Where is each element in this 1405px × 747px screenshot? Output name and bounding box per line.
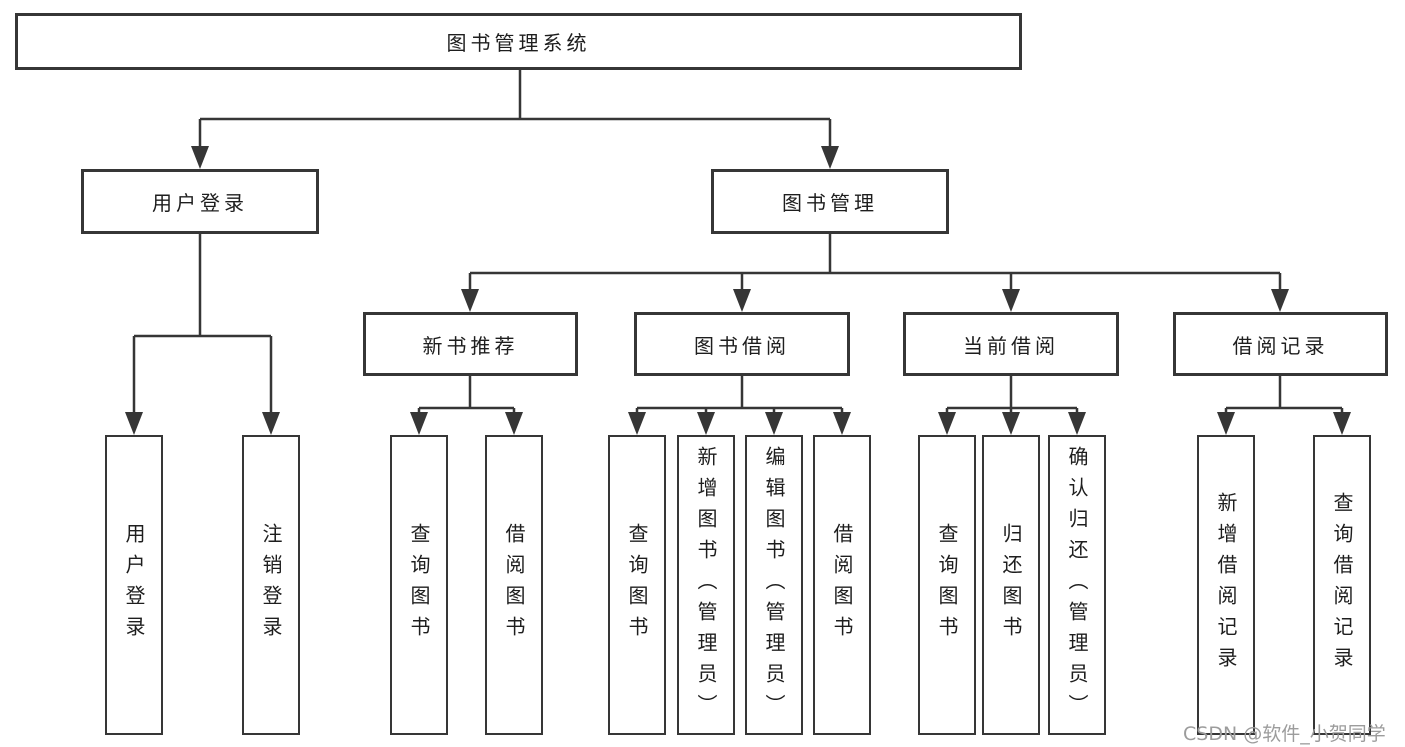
arrow-down-icon: [262, 412, 280, 435]
arrow-down-icon: [821, 146, 839, 169]
leaf-query-books-current: 查询图书: [918, 435, 976, 735]
arrow-down-icon: [765, 412, 783, 435]
arrow-down-icon: [938, 412, 956, 435]
node-label: 图书管理系统: [446, 31, 591, 55]
node-label: 新书推荐: [422, 333, 519, 358]
leaf-logout: 注销登录: [242, 435, 300, 735]
node-label: 图书管理: [782, 191, 878, 215]
leaf-query-books-borrow: 查询图书: [608, 435, 666, 735]
leaf-add-borrow-record: 新增借阅记录: [1197, 435, 1255, 735]
node-root: 图书管理系统: [15, 13, 1022, 70]
leaf-add-books-admin: 新增图书（管理员）: [677, 435, 735, 735]
node-label: 注销登录: [259, 523, 283, 647]
arrowheads: [125, 146, 1351, 435]
arrow-down-icon: [125, 412, 143, 435]
node-label: 新增图书（管理员）: [694, 445, 718, 725]
leaf-confirm-return-admin: 确认归还（管理员）: [1048, 435, 1106, 735]
node-label: 确认归还（管理员）: [1065, 445, 1089, 725]
node-label: 编辑图书（管理员）: [762, 445, 786, 725]
arrow-down-icon: [1002, 289, 1020, 312]
arrow-down-icon: [833, 412, 851, 435]
connector-book-borrow: [635, 376, 844, 413]
arrow-down-icon: [1217, 412, 1235, 435]
csdn-watermark: CSDN @软件_小贺同学: [1183, 723, 1386, 745]
node-label: 图书借阅: [694, 333, 790, 358]
node-book-borrow: 图书借阅: [634, 312, 850, 376]
connector-current-borrow: [945, 376, 1079, 413]
arrow-down-icon: [1333, 412, 1351, 435]
node-label: 查询图书: [625, 523, 649, 647]
node-current-borrow: 当前借阅: [903, 312, 1119, 376]
node-label: 用户登录: [122, 523, 146, 647]
arrow-down-icon: [410, 412, 428, 435]
arrow-down-icon: [191, 146, 209, 169]
arrow-down-icon: [697, 412, 715, 435]
node-new-book: 新书推荐: [363, 312, 578, 376]
node-label: 查询借阅记录: [1330, 492, 1354, 678]
node-label: 当前借阅: [963, 333, 1059, 358]
connector-user-login: [132, 233, 273, 413]
leaf-edit-books-admin: 编辑图书（管理员）: [745, 435, 803, 735]
connector-borrow-record: [1224, 376, 1344, 413]
leaf-borrow-books-recommend: 借阅图书: [485, 435, 543, 735]
arrow-down-icon: [1271, 289, 1289, 312]
arrow-down-icon: [628, 412, 646, 435]
arrow-down-icon: [461, 289, 479, 312]
arrow-down-icon: [733, 289, 751, 312]
node-label: 借阅图书: [502, 523, 526, 647]
arrow-down-icon: [505, 412, 523, 435]
node-label: 借阅记录: [1232, 333, 1329, 358]
node-book-mgmt: 图书管理: [711, 169, 949, 234]
node-user-login: 用户登录: [81, 169, 319, 234]
leaf-return-books: 归还图书: [982, 435, 1040, 735]
connector-book-mgmt: [468, 233, 1282, 291]
node-label: 用户登录: [152, 191, 248, 215]
node-label: 新增借阅记录: [1214, 492, 1238, 678]
node-label: 归还图书: [999, 523, 1023, 647]
connector-new-book: [417, 376, 516, 413]
node-label: 查询图书: [935, 523, 959, 647]
arrow-down-icon: [1002, 412, 1020, 435]
node-borrow-record: 借阅记录: [1173, 312, 1388, 376]
node-label: 查询图书: [407, 523, 431, 647]
leaf-query-books-recommend: 查询图书: [390, 435, 448, 735]
leaf-query-borrow-record: 查询借阅记录: [1313, 435, 1371, 735]
arrow-down-icon: [1068, 412, 1086, 435]
leaf-borrow-books: 借阅图书: [813, 435, 871, 735]
leaf-user-login: 用户登录: [105, 435, 163, 735]
connector-root: [198, 69, 832, 147]
node-label: 借阅图书: [830, 523, 854, 647]
